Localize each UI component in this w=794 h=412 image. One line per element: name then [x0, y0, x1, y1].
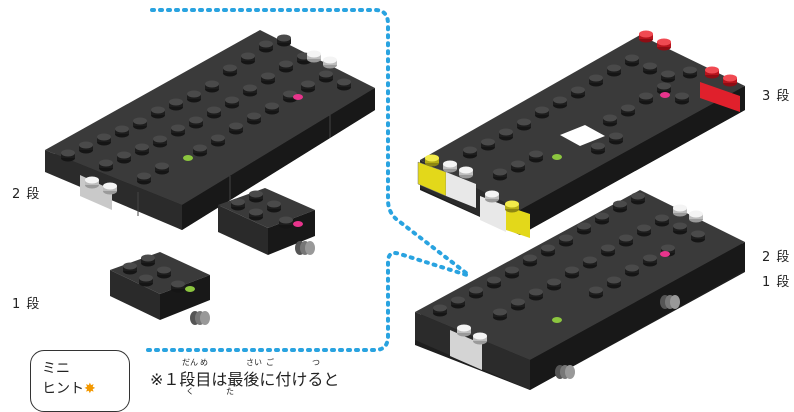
ruby-dan: だん — [182, 358, 198, 367]
right-layer2-label: 2 段 — [762, 250, 791, 265]
green-peg — [185, 286, 195, 292]
pink-peg — [660, 251, 670, 257]
sparkle-icon: ✸ — [84, 381, 96, 397]
pink-peg — [660, 92, 670, 98]
green-peg — [552, 317, 562, 323]
ruby-go: ご — [266, 358, 274, 367]
left-layer1-piece-top — [218, 188, 315, 255]
hint-box-line2-text: ヒント — [42, 381, 84, 397]
ruby-me: め — [200, 358, 208, 367]
pink-peg — [293, 94, 303, 100]
hint-box-line2: ヒント✸ — [42, 380, 96, 398]
green-peg — [183, 155, 193, 161]
left-layer2-plate — [45, 30, 375, 230]
left-layer1-label: 1 段 — [12, 297, 41, 312]
ruby-tsu: つ — [312, 358, 320, 367]
ruby-sai: さい — [246, 358, 262, 367]
pink-peg — [293, 221, 303, 227]
left-layer2-label: 2 段 — [12, 187, 41, 202]
ruby-ta: た — [226, 387, 234, 396]
right-layer12-assembly — [415, 190, 745, 390]
right-layer1-label: 1 段 — [762, 275, 791, 290]
ruby-ku: く — [186, 387, 194, 396]
dotted-connector-line-lower — [146, 251, 472, 352]
hint-note: ※１段目は最後に付けると — [150, 370, 340, 389]
right-layer3-assembly — [417, 30, 745, 238]
dotted-connector-line — [150, 8, 472, 278]
right-layer3-label: 3 段 — [762, 89, 791, 104]
hint-box-line1: ミニ — [42, 361, 70, 377]
assembly-diagram — [45, 8, 745, 390]
left-layer1-piece-bottom — [110, 252, 210, 325]
green-peg — [552, 154, 562, 160]
